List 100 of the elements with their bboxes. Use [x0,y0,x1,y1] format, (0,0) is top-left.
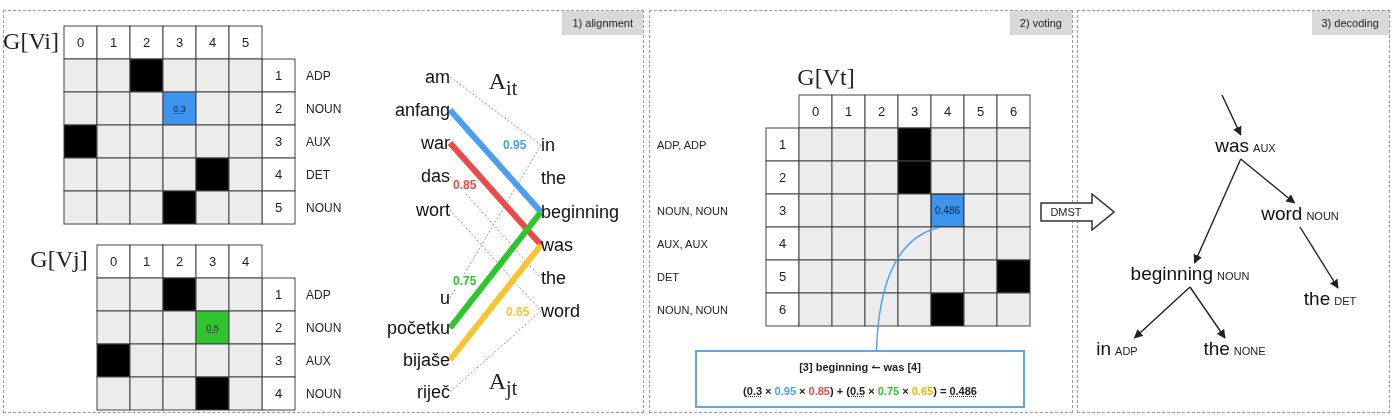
score-formula: (0.3 × 0.95 × 0.85) + (0.5 × 0.75 × 0.65) = 0.486 [743,384,977,397]
index-number: 3 [273,133,284,151]
arrow [1133,286,1191,339]
index-number: 0 [75,34,86,52]
edge-label: 0.75 [452,274,478,288]
word: wort [370,198,450,222]
word: the [541,166,641,190]
tree-word: was [1215,135,1250,157]
pos-tag: AUX, AUX [657,227,762,260]
index-number: 1 [108,34,119,52]
index-number: 1 [141,253,152,271]
tree-word: beginning [1130,263,1213,285]
pos-tag: NOUN, NOUN [657,194,762,227]
word: beginning [541,200,641,224]
dotted-line [449,310,542,393]
arrow [1221,94,1242,136]
index-number: 5 [240,34,251,52]
pos-tag: NOUN [1217,270,1250,282]
index-number: 3 [273,352,284,370]
alignment-line [447,243,544,362]
word: riječ [370,380,450,404]
index-number: 0 [108,253,119,271]
index-number: 4 [240,253,251,271]
index-number: 3 [909,103,920,121]
pos-tag: ADP [1115,345,1138,357]
index-number: 6 [777,301,788,319]
arrow [1189,286,1226,339]
edge-label: 0.95 [502,138,528,152]
arrow [1299,226,1339,289]
alignment-line [447,108,544,214]
index-number: 2 [273,319,284,337]
pos-tag: NONE [1233,345,1266,357]
tree-word: the [1203,338,1230,360]
index-number: 4 [273,385,284,403]
matrix-title: G[Vi] [2,26,60,56]
matrix-title: G[Vt] [796,62,856,92]
tree-word: in [1096,338,1112,360]
index-number: 3 [207,253,218,271]
panel-tab: 3) decoding [1311,11,1389,35]
pos-tag: NOUN, NOUN [657,293,762,326]
index-number: 2 [876,103,887,121]
index-number: 5 [777,268,788,286]
index-number: 2 [141,34,152,52]
index-number: 5 [975,103,986,121]
word: war [370,131,450,155]
pos-tag: NOUN [1306,210,1339,222]
cell-value: 0.3 [172,102,187,116]
word: was [541,233,641,257]
index-number: 4 [273,166,284,184]
alignment-line [447,210,544,330]
word: word [541,299,641,323]
index-number: 4 [942,103,953,121]
edge-label: 0.85 [452,178,478,192]
word: das [370,164,450,188]
cell-value: 0.5 [205,321,220,335]
pos-tag: DET [657,260,762,293]
word: the [541,266,641,290]
index-number: 3 [777,202,788,220]
dotted-line [449,175,542,279]
index-number: 4 [777,235,788,253]
formula-box [695,350,1025,408]
pos-tag: ADP [306,278,366,311]
index-number: 1 [843,103,854,121]
matrix-symbol: A$_{it}$ [487,68,519,100]
pos-tag: DET [1334,295,1357,307]
panel-tab: 1) alignment [562,11,643,35]
arrow [1240,158,1296,204]
tree-word: word [1261,203,1303,225]
matrix-symbol: A$_{jt}$ [487,368,519,400]
pos-tag: AUX [306,344,366,377]
pos-tag: AUX [1253,142,1276,154]
tree-word: the [1303,288,1331,310]
index-number: 2 [174,253,185,271]
word: bijaše [370,348,450,372]
index-number: 2 [777,169,788,187]
word: am [370,65,450,89]
index-number: 1 [273,286,284,304]
arrow [1193,158,1242,264]
index-number: 0 [810,103,821,121]
pos-tag: DET [306,158,366,191]
block-arrow: DMST [1040,193,1115,231]
alignment-line [447,141,544,247]
pos-tag: ADP [306,59,366,92]
index-number: 4 [207,34,218,52]
index-number: 1 [777,136,788,154]
word: u [370,286,450,310]
word: in [541,133,641,157]
index-number: 2 [273,100,284,118]
index-number: 6 [1008,103,1019,121]
edge-label: 0.65 [505,305,531,319]
dotted-line [449,209,542,312]
pos-tag: AUX [306,125,366,158]
pos-tag: NOUN [306,191,366,224]
index-number: 5 [273,199,284,217]
dotted-line [449,144,542,299]
matrix-title: G[Vj] [29,244,89,274]
index-number: 1 [273,67,284,85]
index-number: 3 [174,34,185,52]
panel-tab: 2) voting [1009,11,1072,35]
dotted-line [449,76,542,146]
